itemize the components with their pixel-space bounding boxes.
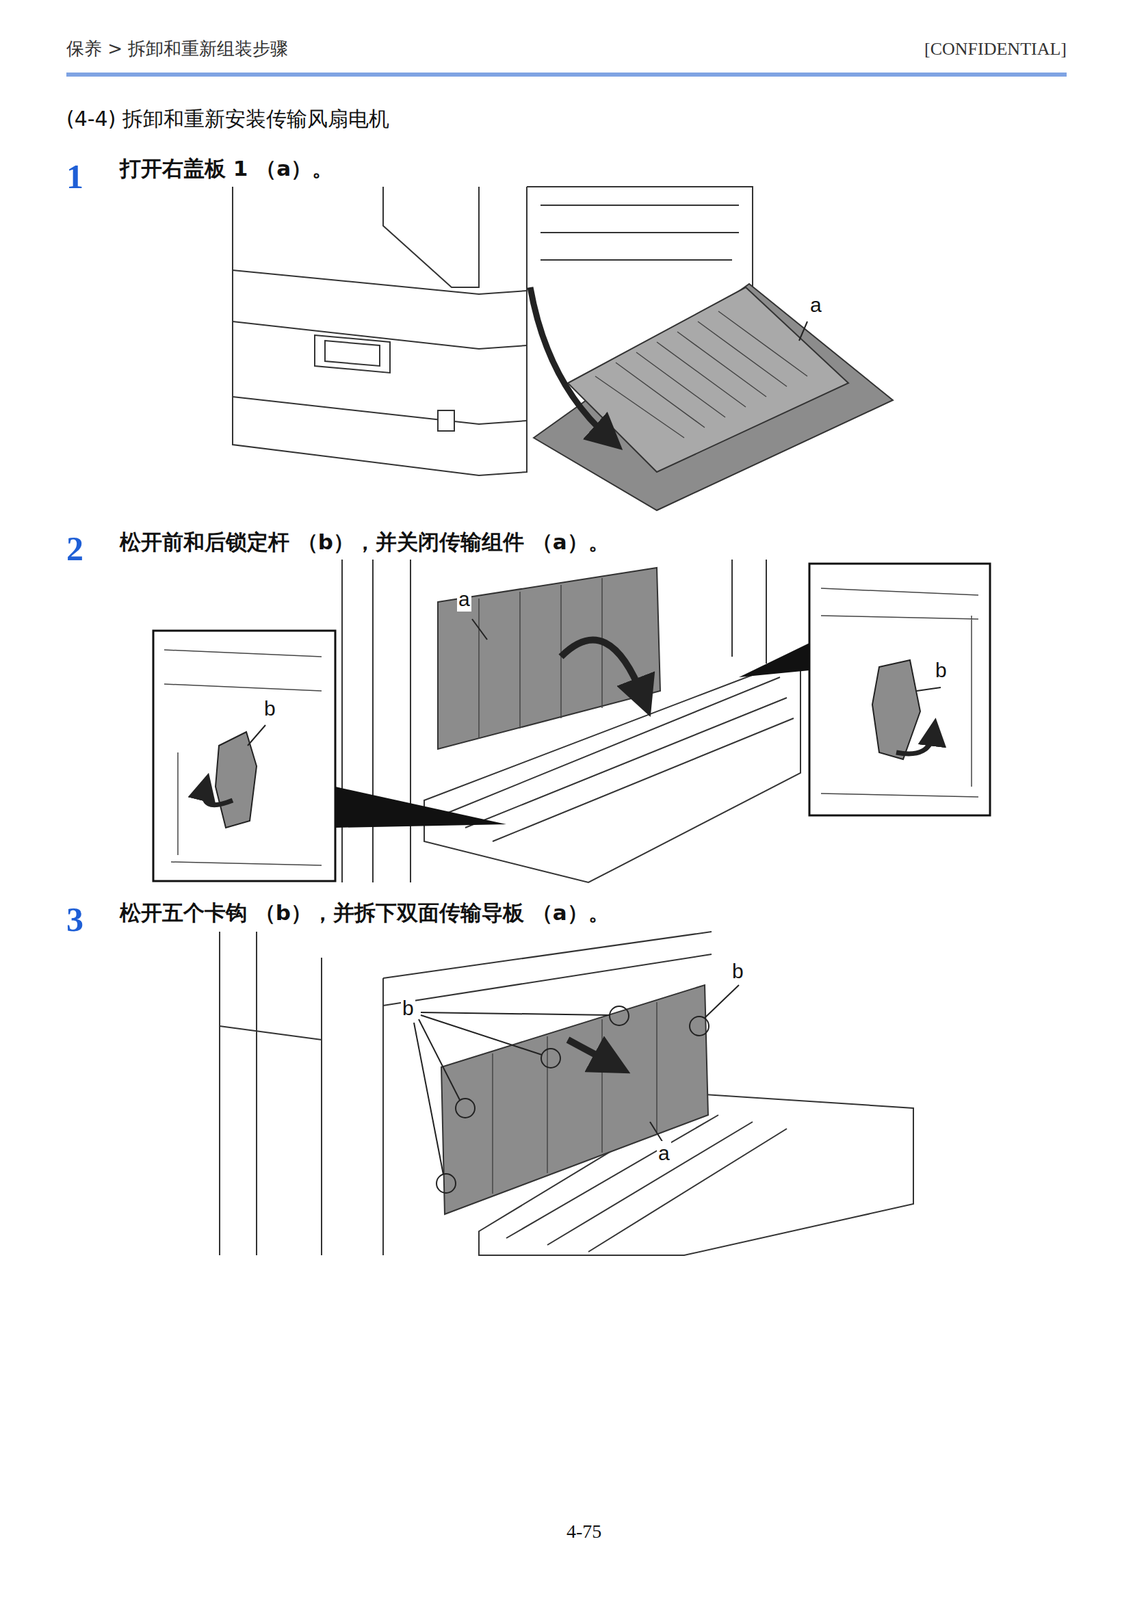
step-text: 松开前和后锁定杆 （b），并关闭传输组件 （a）。 — [119, 529, 610, 555]
callout-letter: b — [730, 959, 746, 984]
callout-letter: b — [933, 658, 949, 683]
callout-letter: b — [262, 696, 278, 722]
callout-letter: a — [457, 587, 472, 612]
callout-letter: a — [808, 292, 824, 318]
callout-letter: b — [400, 996, 416, 1021]
step-number: 3 — [66, 899, 84, 941]
page-number: 4-75 — [566, 1520, 602, 1544]
step-text: 松开五个卡钩 （b），并拆下双面传输导板 （a）。 — [119, 900, 610, 926]
page-header: 保养 > 拆卸和重新组装步骤 — [66, 38, 289, 60]
step-number: 1 — [66, 155, 84, 198]
step-number: 2 — [66, 528, 84, 570]
section-heading: (4-4) 拆卸和重新安装传输风扇电机 — [66, 106, 390, 132]
step-text: 打开右盖板 1 （a）。 — [119, 155, 334, 182]
confidential-mark: [CONFIDENTIAL] — [924, 38, 1067, 60]
callout-letter: a — [656, 1141, 672, 1166]
